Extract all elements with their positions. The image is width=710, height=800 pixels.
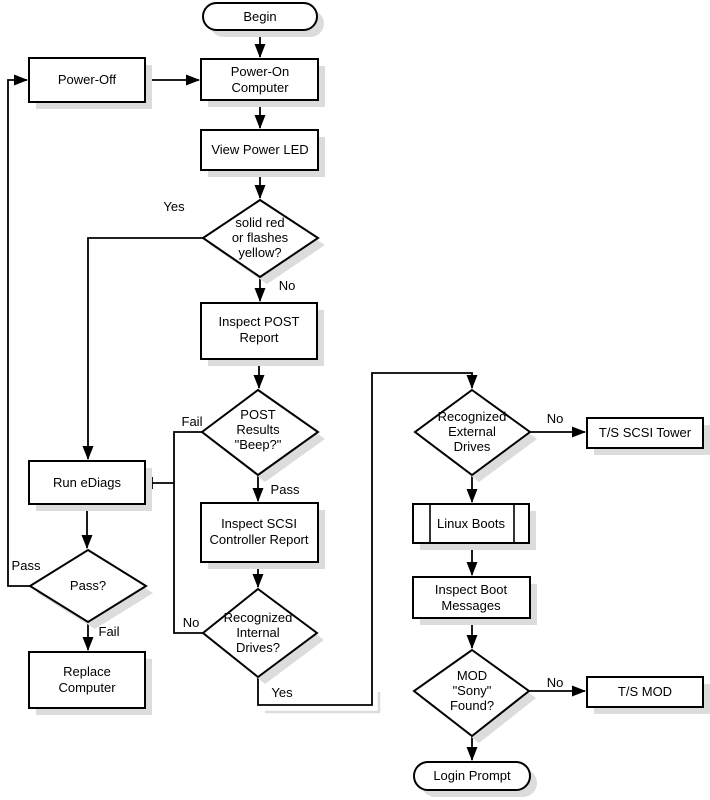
node-inspect-scsi-shape: [200, 502, 319, 563]
node-mod-decision: MOD "Sony" Found?: [412, 648, 536, 743]
node-led-decision: solid red or flashes yellow?: [201, 198, 325, 284]
edge-label-fail: Fail: [182, 414, 203, 429]
node-inspect-post-label-2: Report: [239, 330, 278, 345]
node-replace-shape: [28, 651, 146, 709]
node-replace-label-2: Computer: [58, 680, 116, 695]
node-power-on-computer: Power-On Computer: [200, 58, 325, 107]
node-internal-decision-label-3: Drives?: [236, 640, 280, 655]
node-replace-label-1: Replace: [63, 664, 111, 679]
edge-label-pass: Pass: [271, 482, 300, 497]
node-inspect-post-shape: [200, 302, 318, 360]
node-ts-mod: T/S MOD: [586, 676, 710, 714]
node-begin-label: Begin: [243, 9, 276, 24]
node-login-label: Login Prompt: [433, 768, 511, 783]
node-inspect-scsi-label-2: Controller Report: [210, 532, 309, 547]
node-internal-decision-label-1: Recognized: [224, 610, 293, 625]
node-internal-decision-shape: [201, 587, 319, 679]
node-post-decision-label-1: POST: [240, 407, 275, 422]
node-external-decision-shape: [413, 388, 532, 477]
node-view-power-led: View Power LED: [200, 129, 325, 177]
node-mod-decision-shape: [412, 648, 531, 738]
node-post-decision: POST Results "Beep?": [200, 388, 325, 482]
node-login-prompt: Login Prompt: [413, 761, 537, 797]
node-post-decision-label-3: "Beep?": [235, 437, 282, 452]
node-led-decision-label-3: yellow?: [238, 245, 281, 260]
edge-ediag-pass-loop: [7, 74, 30, 587]
node-internal-decision: Recognized Internal Drives?: [201, 587, 324, 684]
edge-label-no: No: [547, 675, 564, 690]
node-mod-decision-label-2: "Sony": [453, 683, 492, 698]
node-inspect-post-label-1: Inspect POST: [219, 314, 300, 329]
node-post-decision-label-2: Results: [236, 422, 280, 437]
node-begin: Begin: [202, 2, 324, 37]
node-ts-scsi-shape: [586, 417, 704, 449]
node-mod-decision-label-3: Found?: [450, 698, 494, 713]
node-power-off-shape: [28, 57, 146, 103]
connector-shadow: [265, 692, 381, 714]
node-internal-decision-label-2: Internal: [236, 625, 279, 640]
edge-internal-yes: [257, 372, 478, 706]
node-led-decision-shape: [201, 198, 320, 279]
edge-label-yes: Yes: [163, 199, 185, 214]
edge-label-fail: Fail: [99, 624, 120, 639]
node-power-on-label-1: Power-On: [231, 64, 290, 79]
node-external-decision-label-2: External: [448, 424, 496, 439]
node-inspect-post-report: Inspect POST Report: [200, 302, 324, 366]
node-linux-boots-label: Linux Boots: [437, 516, 505, 531]
node-run-ediags: Run eDiags: [28, 460, 152, 511]
node-power-on-shape: [200, 58, 319, 101]
node-login-shape: [413, 761, 531, 791]
edge-label-no: No: [547, 411, 564, 426]
node-begin-shape: [202, 2, 318, 31]
node-external-decision: Recognized External Drives: [413, 388, 537, 482]
node-external-decision-label-3: Drives: [454, 439, 491, 454]
node-run-ediags-label: Run eDiags: [53, 475, 121, 490]
node-power-on-label-2: Computer: [231, 80, 289, 95]
node-post-decision-shape: [200, 388, 320, 477]
node-power-off: Power-Off: [28, 57, 152, 109]
node-run-ediags-shape: [28, 460, 146, 505]
node-linux-boots-shape: [412, 503, 530, 544]
node-inspect-boot-shape: [412, 576, 531, 619]
node-power-off-label: Power-Off: [58, 72, 117, 87]
node-external-decision-label-1: Recognized: [438, 409, 507, 424]
node-replace-computer: Replace Computer: [28, 651, 152, 715]
node-mod-decision-label-1: MOD: [457, 668, 487, 683]
node-led-decision-label-1: solid red: [235, 215, 284, 230]
node-inspect-boot-messages: Inspect Boot Messages: [412, 576, 537, 625]
node-ts-mod-shape: [586, 676, 704, 708]
node-pass-decision-shape: [28, 548, 148, 624]
node-inspect-boot-label-1: Inspect Boot: [435, 582, 508, 597]
edge-label-yes: Yes: [271, 685, 293, 700]
node-ts-mod-label: T/S MOD: [618, 684, 672, 699]
node-inspect-scsi-report: Inspect SCSI Controller Report: [200, 502, 325, 569]
node-inspect-scsi-label-1: Inspect SCSI: [221, 516, 297, 531]
node-view-led-shape: [200, 129, 319, 171]
edge-label-no: No: [279, 278, 296, 293]
node-inspect-boot-label-2: Messages: [441, 598, 501, 613]
node-led-decision-label-2: or flashes: [232, 230, 289, 245]
edge-label-pass: Pass: [12, 558, 41, 573]
edge-fail-no-merge: [173, 431, 203, 634]
node-pass-decision-label: Pass?: [70, 578, 106, 593]
node-view-led-label: View Power LED: [211, 142, 308, 157]
edge-label-no: No: [183, 615, 200, 630]
node-ts-scsi-tower: T/S SCSI Tower: [586, 417, 710, 455]
edge-led-yes: [82, 237, 203, 460]
node-pass-decision: Pass?: [28, 548, 153, 629]
node-ts-scsi-label: T/S SCSI Tower: [599, 425, 692, 440]
node-linux-boots: Linux Boots: [412, 503, 536, 550]
